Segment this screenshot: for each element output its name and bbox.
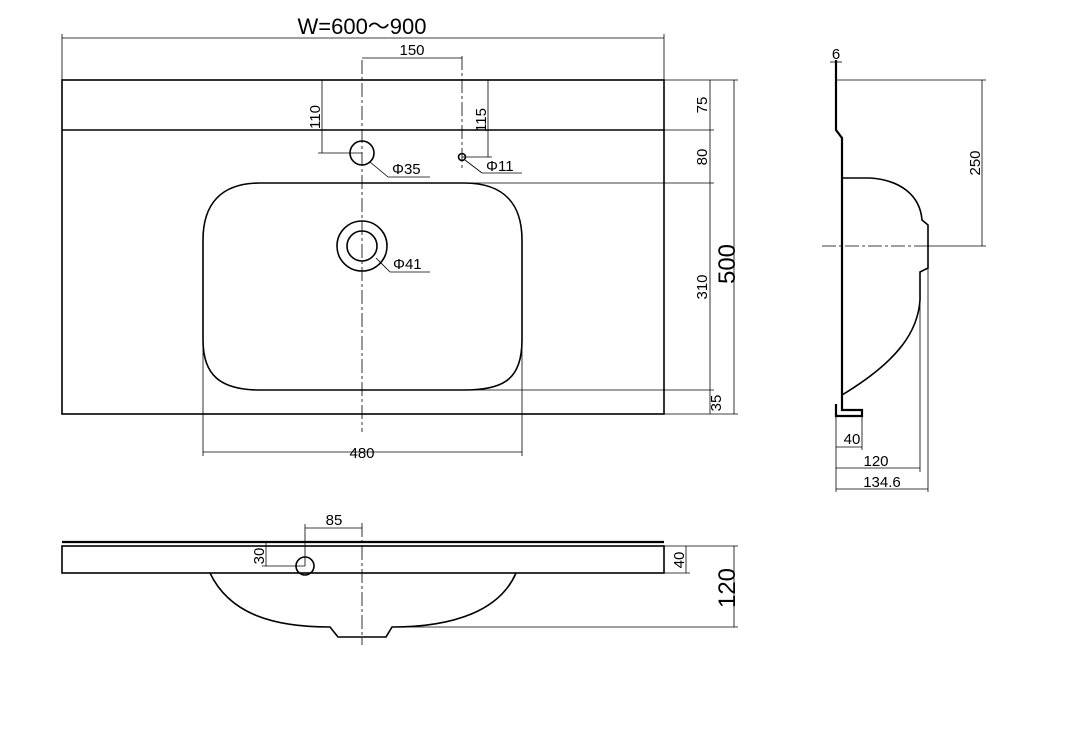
depth-backsplash-label: 75 bbox=[694, 97, 711, 114]
top-view: W=600～900 150 110 115 Φ35 Φ11 Φ41 480 bbox=[61, 14, 741, 462]
width-label: W=600～900 bbox=[297, 14, 426, 39]
side-view: 6 250 40 120 134.6 bbox=[822, 46, 986, 492]
hole-offset-left-label: 110 bbox=[307, 105, 324, 129]
bowl-width-label: 480 bbox=[349, 445, 374, 462]
drain-outer bbox=[336, 220, 388, 272]
faucet-spacing-label: 150 bbox=[399, 42, 424, 59]
backsplash-height-label: 250 bbox=[967, 150, 984, 175]
overflow-offset-label: 85 bbox=[326, 512, 343, 529]
leader-41 bbox=[375, 257, 391, 273]
bowl-outline bbox=[202, 182, 523, 391]
counter-thickness-label: 40 bbox=[671, 552, 688, 569]
side-profile-outer bbox=[834, 60, 864, 418]
leader-35 bbox=[369, 161, 389, 178]
bowl-offset-label: 120 bbox=[863, 453, 888, 470]
overflow-height-label: 30 bbox=[251, 548, 268, 565]
drain-inner bbox=[346, 230, 378, 262]
front-margin-label: 35 bbox=[708, 395, 725, 412]
hole-small-dia-label: Φ11 bbox=[486, 158, 514, 175]
side-profile-inner bbox=[841, 177, 929, 396]
bowl-depth-label: 310 bbox=[694, 274, 711, 299]
counter-front bbox=[61, 545, 665, 574]
depth-to-bowl-label: 80 bbox=[694, 149, 711, 166]
drain-dia-label: Φ41 bbox=[393, 256, 422, 273]
front-view: 85 30 40 120 bbox=[61, 512, 741, 645]
lip-label: 40 bbox=[844, 431, 861, 448]
counter-outline bbox=[61, 79, 665, 415]
total-height-label: 120 bbox=[714, 568, 741, 608]
hole-offset-right-label: 115 bbox=[473, 108, 490, 132]
thickness-label: 6 bbox=[832, 46, 840, 63]
bowl-front-profile bbox=[209, 572, 517, 638]
leader-11 bbox=[464, 159, 483, 174]
hole-large-dia-label: Φ35 bbox=[392, 161, 421, 178]
total-side-label: 134.6 bbox=[863, 474, 901, 491]
total-depth-label: 500 bbox=[714, 244, 741, 284]
